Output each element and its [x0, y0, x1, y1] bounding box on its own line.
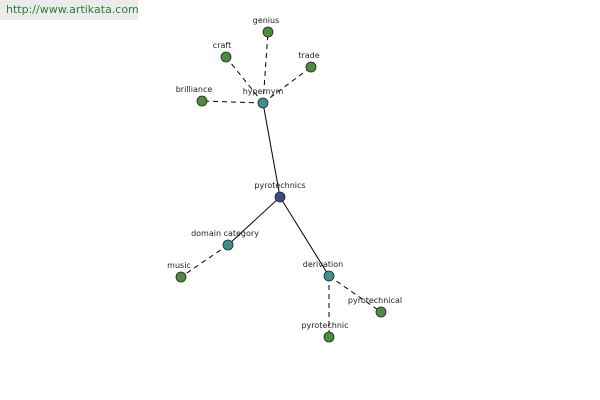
- node-label-derivation[interactable]: derivation: [303, 260, 343, 269]
- node-pyrotechnics[interactable]: [274, 191, 286, 203]
- node-derivation[interactable]: [323, 270, 335, 282]
- node-craft[interactable]: [220, 51, 232, 63]
- node-pyrotechnic[interactable]: [323, 331, 335, 343]
- node-label-domain[interactable]: domain category: [191, 229, 259, 238]
- node-label-music[interactable]: music: [167, 261, 191, 270]
- node-label-pyrotechnics[interactable]: pyrotechnics: [254, 181, 305, 190]
- edge-derivation-pyrotechnical: [328, 275, 382, 313]
- edge-hypernym-genius: [262, 31, 269, 104]
- edge-domain-music: [180, 244, 229, 278]
- node-brilliance[interactable]: [196, 95, 208, 107]
- node-label-pyrotechnic[interactable]: pyrotechnic: [301, 321, 348, 330]
- node-label-genius[interactable]: genius: [253, 16, 280, 25]
- edge-hypernym-craft: [225, 56, 264, 104]
- site-url-link[interactable]: http://www.artikata.com: [0, 0, 138, 20]
- labels-layer: pyrotechnics hypernym domain category deriv…: [167, 16, 402, 330]
- node-label-trade[interactable]: trade: [298, 51, 319, 60]
- node-label-pyrotechnical[interactable]: pyrotechnical: [348, 296, 402, 305]
- node-domain[interactable]: [222, 239, 234, 251]
- edge-hypernym-trade: [262, 66, 312, 104]
- edge-hypernym-brilliance: [201, 100, 264, 104]
- edge-pyrotechnics-derivation: [279, 196, 330, 277]
- node-music[interactable]: [175, 271, 187, 283]
- node-hypernym[interactable]: [257, 97, 269, 109]
- edge-pyrotechnics-domain: [227, 196, 281, 246]
- node-genius[interactable]: [262, 26, 274, 38]
- node-trade[interactable]: [305, 61, 317, 73]
- nodes-layer: [175, 26, 387, 343]
- node-pyrotechnical[interactable]: [375, 306, 387, 318]
- node-label-hypernym[interactable]: hypernym: [243, 87, 284, 96]
- node-label-brilliance[interactable]: brilliance: [176, 85, 213, 94]
- node-label-craft[interactable]: craft: [213, 41, 231, 50]
- edge-pyrotechnics-hypernym: [262, 102, 281, 198]
- edges-layer: [180, 31, 382, 337]
